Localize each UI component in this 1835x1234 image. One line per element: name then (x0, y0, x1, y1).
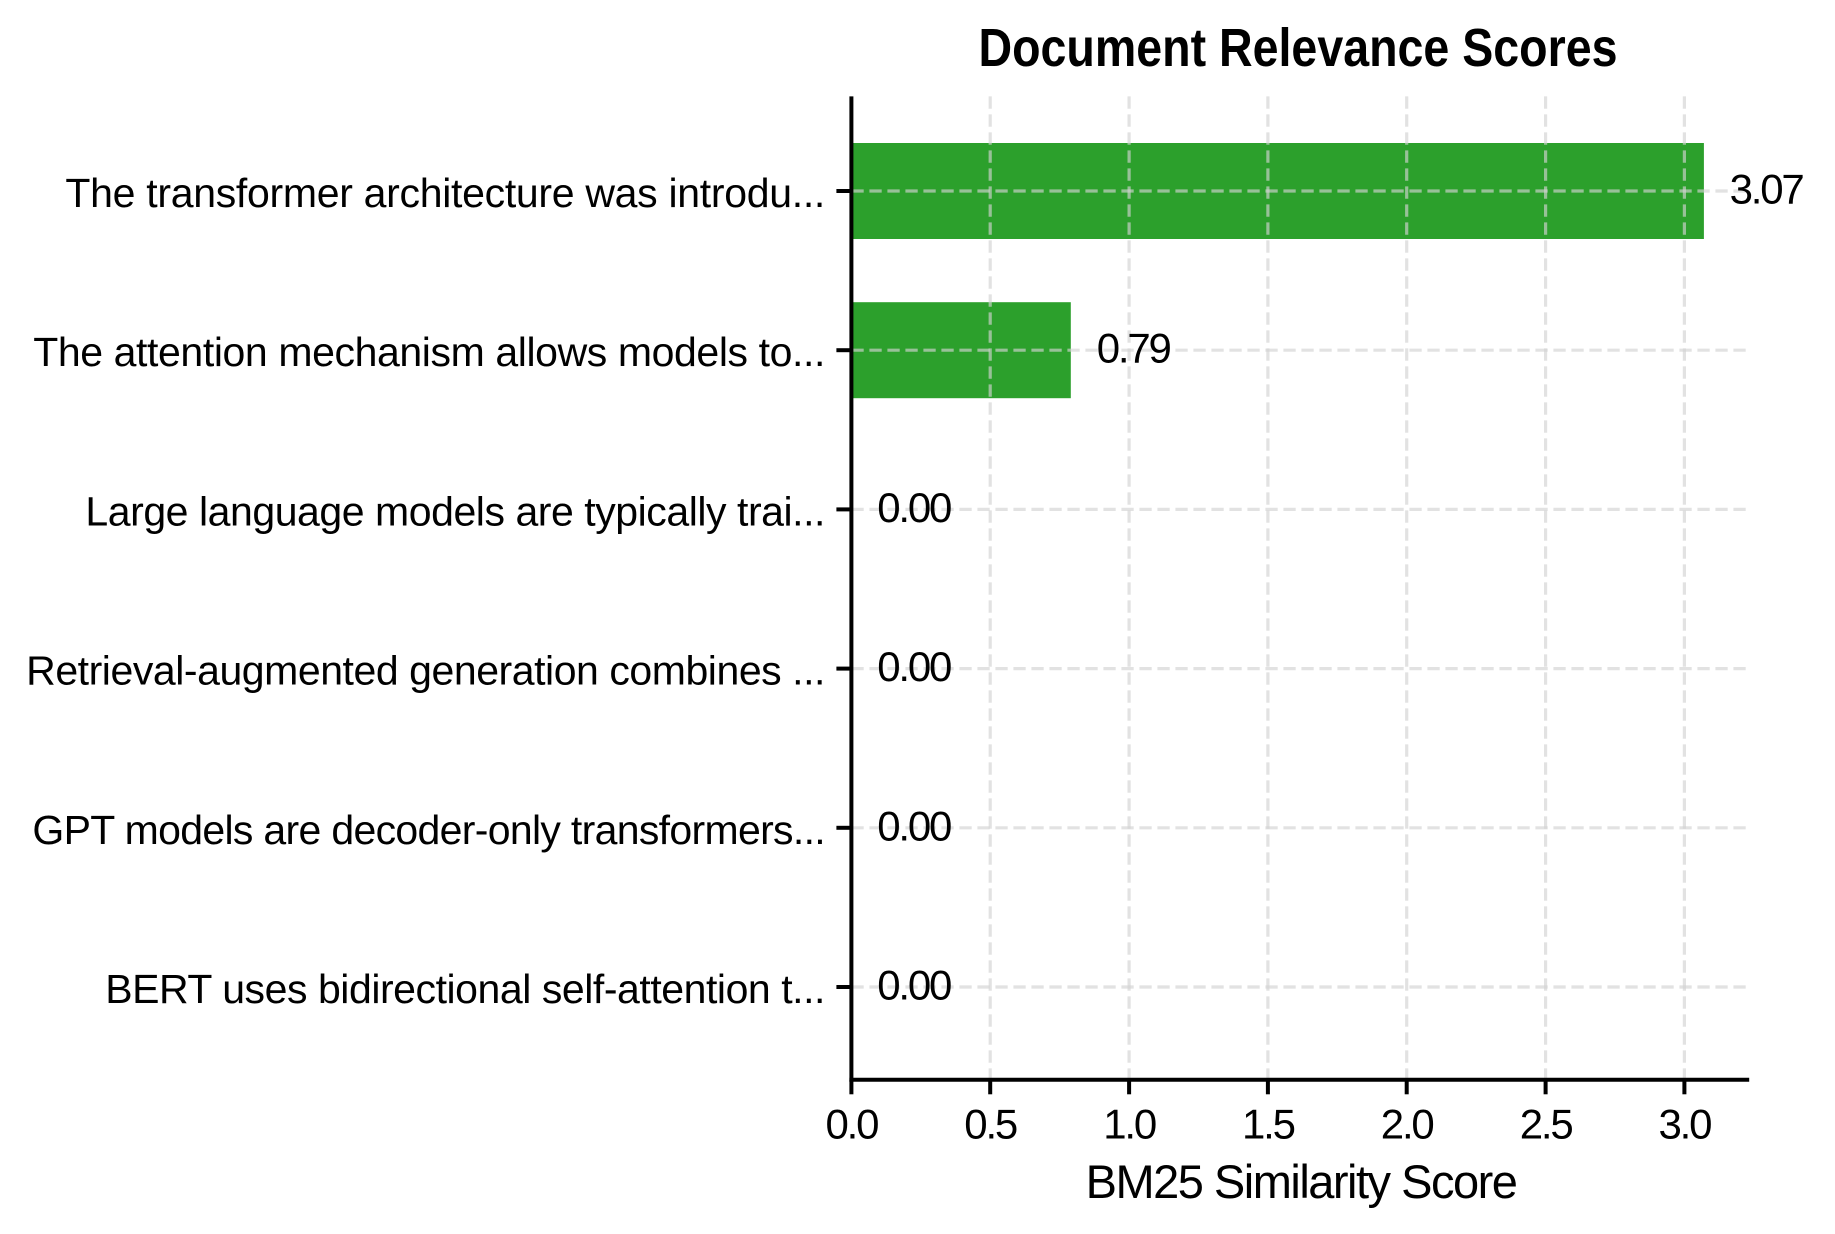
svg-text:BM25 Similarity Score: BM25 Similarity Score (1086, 1155, 1517, 1208)
svg-text:2.5: 2.5 (1520, 1101, 1573, 1148)
svg-text:Large language models are typi: Large language models are typically trai… (85, 488, 825, 534)
svg-text:1.5: 1.5 (1242, 1101, 1295, 1148)
svg-text:3.0: 3.0 (1659, 1101, 1712, 1148)
svg-text:The transformer architecture w: The transformer architecture was introdu… (65, 170, 825, 216)
svg-text:0.5: 0.5 (964, 1101, 1017, 1148)
svg-text:BERT uses bidirectional self-a: BERT uses bidirectional self-attention t… (105, 966, 825, 1012)
svg-text:1.0: 1.0 (1103, 1101, 1156, 1148)
svg-text:Retrieval-augmented generation: Retrieval-augmented generation combines … (26, 648, 825, 694)
svg-text:GPT models are decoder-only tr: GPT models are decoder-only transformers… (32, 807, 825, 853)
svg-text:0.00: 0.00 (877, 643, 951, 690)
svg-text:0.0: 0.0 (826, 1101, 879, 1148)
svg-text:2.0: 2.0 (1381, 1101, 1434, 1148)
svg-text:0.00: 0.00 (877, 962, 951, 1009)
svg-text:0.00: 0.00 (877, 802, 951, 849)
svg-text:0.00: 0.00 (877, 484, 951, 531)
svg-text:3.07: 3.07 (1730, 166, 1804, 213)
svg-text:The attention mechanism allows: The attention mechanism allows models to… (33, 329, 825, 375)
svg-text:Document Relevance Scores: Document Relevance Scores (979, 18, 1618, 78)
svg-text:0.79: 0.79 (1097, 325, 1171, 372)
